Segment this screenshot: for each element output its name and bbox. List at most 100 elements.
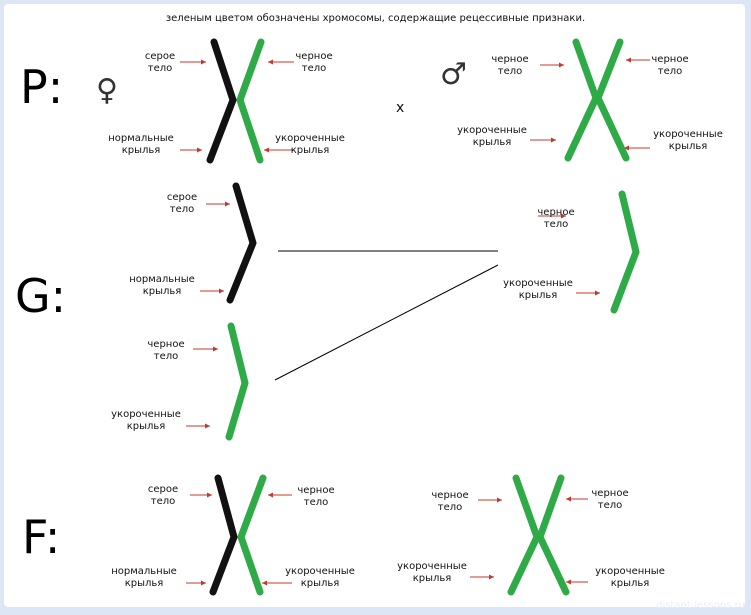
recessive-chromosome	[536, 474, 570, 596]
trait-label-line: тело	[153, 351, 179, 362]
trait-label-line: крылья	[472, 137, 512, 148]
pointer-arrow	[268, 492, 292, 498]
watermark: distant-lessons.ru	[656, 600, 745, 611]
trait-label-line: черное	[491, 54, 529, 65]
pointer-arrow	[186, 423, 210, 429]
pointer-arrow	[180, 147, 202, 153]
trait-label-line: серое	[144, 51, 176, 62]
trait-label-line: тело	[150, 496, 176, 507]
recessive-chromosome	[236, 38, 265, 164]
trait-label-line: крылья	[124, 578, 164, 589]
diagram-frame	[4, 4, 745, 607]
trait-label-line: крылья	[518, 290, 558, 301]
trait-label-line: укороченные	[457, 125, 527, 136]
pointer-arrow	[540, 62, 564, 68]
pointer-arrow	[206, 201, 230, 207]
trait-label-line: тело	[169, 204, 195, 215]
trait-label-line: черное	[537, 207, 575, 218]
dominant-chromosome	[226, 182, 257, 304]
female-icon: ♀	[96, 73, 118, 108]
trait-label-line: крылья	[300, 578, 340, 589]
generation-g-label: G:	[15, 269, 67, 323]
pointer-arrow	[262, 580, 292, 586]
pointer-arrow	[478, 497, 502, 503]
trait-label-line: тело	[303, 497, 329, 508]
cross-symbol: x	[396, 100, 405, 116]
trait-label-line: укороченные	[397, 561, 467, 572]
recessive-chromosome	[610, 190, 640, 314]
header-note: зеленым цветом обозначены хромосомы, сод…	[165, 13, 586, 24]
trait-label-line: укороченные	[595, 566, 665, 577]
dominant-chromosome	[209, 474, 238, 596]
trait-label-line: нормальные	[108, 133, 174, 144]
pointer-arrow	[566, 496, 588, 502]
generation-p-label: P:	[20, 60, 64, 114]
pointer-arrow	[576, 290, 600, 296]
trait-label-line: укороченные	[653, 129, 723, 140]
trait-label-line: черное	[591, 488, 629, 499]
recessive-chromosome	[237, 474, 267, 596]
trait-label-line: тело	[301, 63, 327, 74]
trait-label-line: тело	[543, 219, 569, 230]
trait-label-line: тело	[657, 66, 683, 77]
trait-label-line: крылья	[126, 421, 166, 432]
trait-label-line: укороченные	[275, 133, 345, 144]
trait-label-line: крылья	[121, 145, 161, 156]
gamete-link-line	[274, 264, 499, 381]
pointer-arrow	[200, 288, 224, 294]
pointer-arrow	[538, 213, 566, 219]
trait-label-line: тело	[497, 66, 523, 77]
trait-label-line: крылья	[610, 578, 650, 589]
pointer-arrow	[470, 574, 494, 580]
trait-label-line: укороченные	[285, 566, 355, 577]
trait-label-line: крылья	[290, 145, 330, 156]
dominant-chromosome	[206, 38, 237, 164]
trait-label-line: черное	[295, 51, 333, 62]
trait-label-line: черное	[297, 485, 335, 496]
trait-label-line: крылья	[412, 573, 452, 584]
recessive-chromosome	[507, 474, 541, 596]
trait-label-line: укороченные	[111, 409, 181, 420]
trait-label-line: крылья	[142, 286, 182, 297]
pointer-arrow	[186, 580, 206, 586]
trait-label-line: серое	[166, 192, 198, 203]
trait-label-line: нормальные	[129, 274, 195, 285]
pointer-arrow	[566, 579, 588, 585]
pointer-arrow	[624, 145, 650, 151]
trait-label-line: тело	[437, 502, 463, 513]
trait-label-line: черное	[147, 339, 185, 350]
trait-label-line: крылья	[668, 141, 708, 152]
pointer-arrow	[190, 492, 212, 498]
trait-label-line: укороченные	[503, 278, 573, 289]
pointer-arrow	[530, 137, 556, 143]
trait-label-line: серое	[147, 484, 179, 495]
pointer-arrow	[268, 59, 294, 65]
recessive-chromosome	[594, 38, 630, 162]
trait-label-line: черное	[431, 490, 469, 501]
trait-label-line: тело	[597, 500, 623, 511]
pointer-arrow	[264, 147, 294, 153]
pointer-arrow	[626, 57, 650, 63]
trait-label-line: тело	[147, 63, 173, 74]
